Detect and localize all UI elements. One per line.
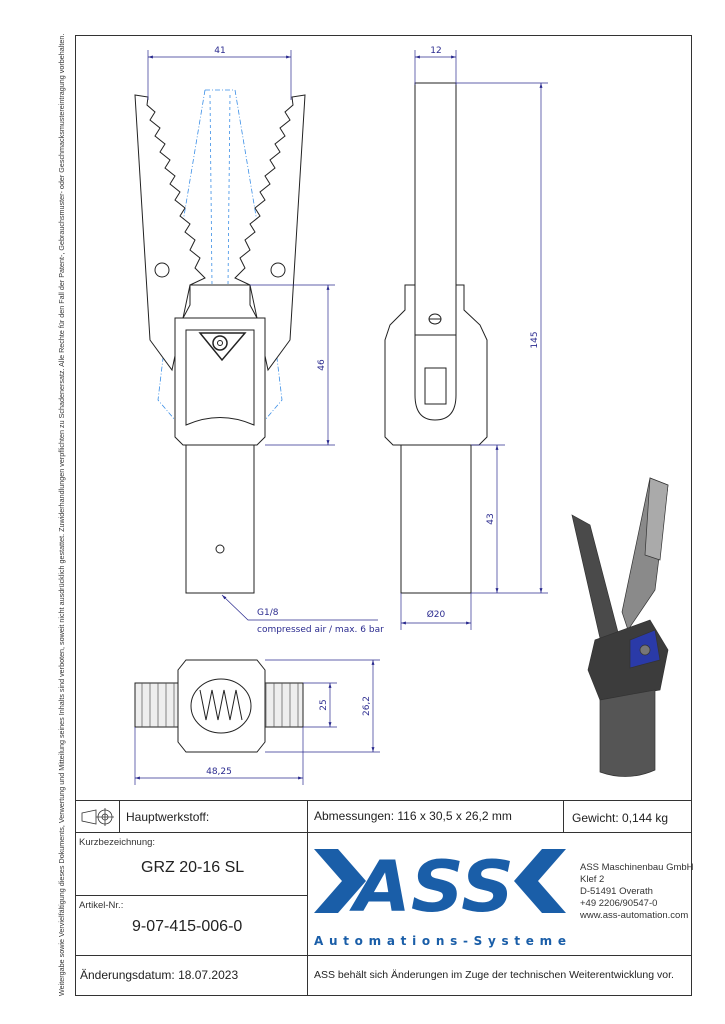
front-view	[134, 89, 306, 594]
short-name-cell: Kurzbezeichnung: GRZ 20-16 SL	[75, 832, 308, 896]
dim-shaft-diameter: Ø20	[427, 609, 446, 620]
neck	[181, 284, 259, 321]
change-date: Änderungsdatum: 18.07.2023	[80, 968, 239, 982]
gripper-body	[174, 317, 266, 446]
dimensions-cell: Abmessungen: 116 x 30,5 x 26,2 mm	[307, 800, 564, 833]
pivot-plate	[198, 332, 247, 362]
left-jaw	[134, 94, 206, 372]
disclaimer-cell: ASS behält sich Änderungen im Zuge der t…	[307, 955, 692, 996]
shaft	[185, 444, 255, 594]
company-city: D-51491 Overath	[580, 886, 653, 897]
dim-jaw-width: 41	[214, 46, 225, 56]
company-web[interactable]: www.ass-automation.com	[580, 910, 689, 921]
ass-logo: ASS Automations-Systeme	[314, 846, 566, 948]
short-name-label: Kurzbezeichnung:	[79, 837, 156, 848]
short-name: GRZ 20-16 SL	[141, 859, 245, 876]
dim-port-note: compressed air / max. 6 bar	[257, 625, 384, 635]
bottom-view	[134, 659, 304, 753]
dim-body-height: 46	[317, 359, 327, 371]
dim-port-thread: G1/8	[257, 608, 279, 618]
logo-subtitle: Automations-Systeme	[314, 934, 566, 948]
company-address: ASS Maschinenbau GmbH Klef 2 D-51491 Ove…	[580, 862, 694, 922]
right-jaw	[234, 94, 306, 372]
company-name: ASS Maschinenbau GmbH	[580, 862, 694, 873]
material-label: Hauptwerkstoff:	[126, 810, 210, 824]
company-phone: +49 2206/90547-0	[580, 898, 658, 909]
projection-icon	[81, 808, 114, 826]
weight-cell: Gewicht: 0,144 kg	[563, 800, 692, 833]
article-cell: Artikel-Nr.: 9-07-415-006-0	[75, 895, 308, 956]
logo-text: ASS	[349, 846, 514, 928]
product-render	[571, 477, 669, 777]
logo-left-chevron	[314, 849, 366, 913]
material-cell: Hauptwerkstoff:	[119, 800, 308, 833]
article-number: 9-07-415-006-0	[132, 918, 243, 935]
company-street: Klef 2	[580, 874, 605, 885]
change-date-cell: Änderungsdatum: 18.07.2023	[75, 955, 308, 996]
dimension-labels: 41 12 145 46 43 Ø20 G1/8 compressed air …	[206, 46, 540, 777]
dim-plate-thickness: 12	[430, 46, 441, 56]
side-view	[384, 82, 488, 594]
dim-depth-outer: 26,2	[362, 696, 372, 716]
dim-total-length: 145	[530, 331, 540, 348]
dimensions-text: Abmessungen: 116 x 30,5 x 26,2 mm	[314, 809, 512, 823]
dim-shaft-length: 43	[486, 513, 496, 524]
dim-depth-inner: 25	[319, 699, 329, 710]
port-hole	[215, 544, 225, 554]
projection-symbol-cell	[75, 800, 120, 833]
logo-cell: ASS Automations-Systeme ASS Maschinenbau…	[307, 832, 694, 956]
dimension-lines	[134, 50, 548, 785]
dim-bottom-width: 48,25	[206, 767, 232, 777]
weight-text: Gewicht: 0,144 kg	[572, 811, 669, 825]
disclaimer: ASS behält sich Änderungen im Zuge der t…	[314, 969, 674, 981]
article-label: Artikel-Nr.:	[79, 900, 124, 911]
logo-right-chevron	[514, 849, 566, 913]
